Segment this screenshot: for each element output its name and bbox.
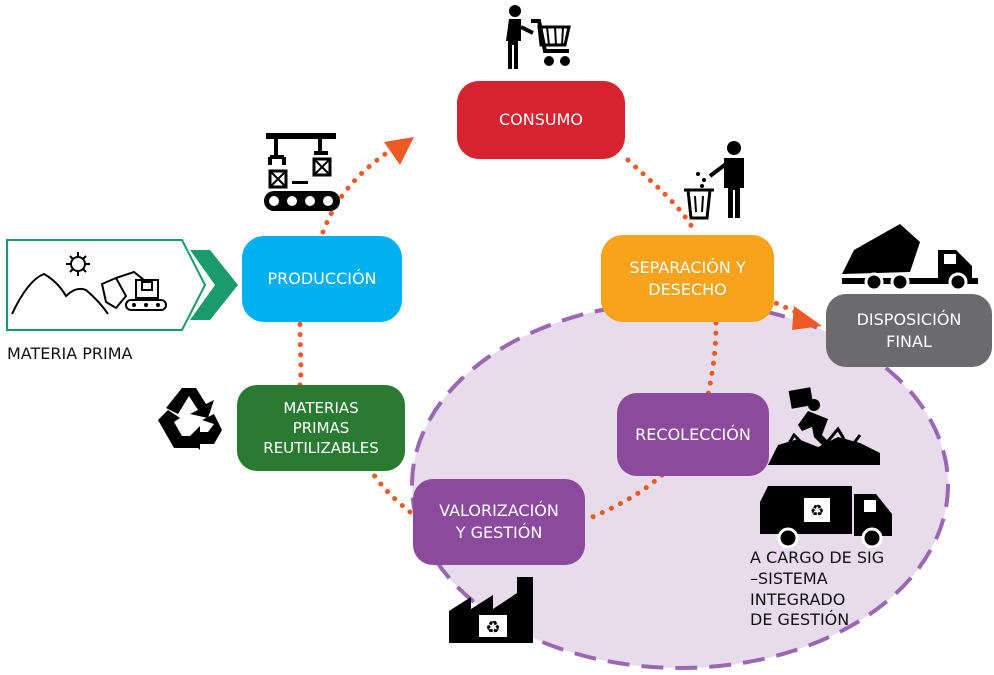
recoleccion-node: RECOLECCIÓN (617, 393, 769, 476)
recycle-icon (158, 388, 222, 450)
produccion-node: PRODUCCIÓN (242, 236, 402, 322)
disposicion-node: DISPOSICIÓN FINAL (826, 294, 992, 367)
sig-label: A CARGO DE SIG –SISTEMA INTEGRADO DE GES… (750, 548, 885, 630)
separacion-node: SEPARACIÓN Y DESECHO (601, 235, 774, 322)
waste-picker-icon (768, 387, 880, 465)
dump-truck-icon (842, 224, 978, 290)
materias-primas-node: MATERIAS PRIMAS REUTILIZABLES (237, 385, 405, 471)
valorizacion-node: VALORIZACIÓN Y GESTIÓN (413, 479, 585, 565)
raw-material-panel (6, 239, 238, 331)
svg-text:♻: ♻ (810, 501, 824, 520)
connector-consumo-separacion (625, 157, 698, 235)
connector-valorizacion-materias (369, 469, 413, 515)
arrowhead-to-disposicion (792, 306, 822, 330)
connector-produccion-consumo (320, 149, 391, 235)
raw-material-mining-icon (11, 252, 167, 315)
materia-prima-label: MATERIA PRIMA (7, 344, 133, 363)
shopping-cart-person-icon (506, 5, 571, 69)
recycling-factory-icon: ♻ (449, 577, 533, 643)
person-trash-bin-icon (684, 141, 744, 220)
svg-text:♻: ♻ (485, 618, 500, 638)
robotic-arm-conveyor-icon (264, 133, 340, 211)
connector-recoleccion-valorizacion (582, 472, 665, 523)
garbage-truck-icon: ♻ (760, 486, 892, 548)
connector-materias-produccion (297, 319, 304, 388)
arrowhead-to-consumo (384, 137, 414, 165)
consumo-node: CONSUMO (457, 81, 625, 159)
